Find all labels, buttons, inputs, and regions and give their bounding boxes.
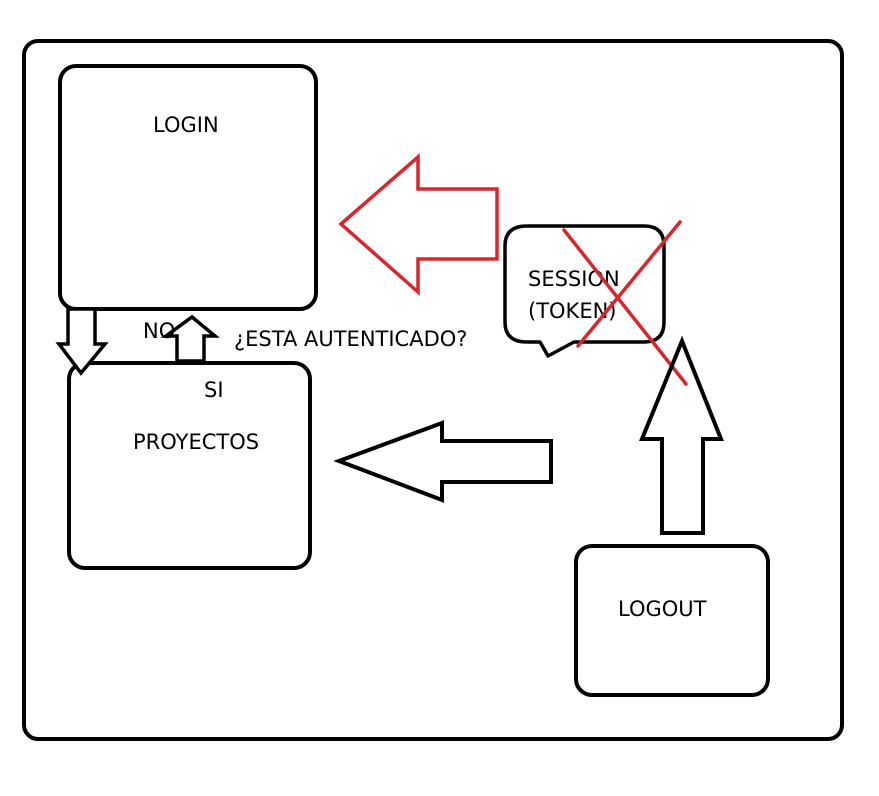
session-label-line1: SESSION [528,267,620,291]
login-down-arrow [55,307,109,376]
session-node: SESSION (TOKEN) [503,220,688,386]
proyectos-box [67,361,312,570]
proyectos-node: PROYECTOS [67,361,312,570]
logout-to-proyectos-arrow [333,420,553,503]
logout-to-session-arrow [639,335,724,535]
proyectos-up-arrow [160,314,220,363]
question-label: ¿ESTA AUTENTICADO? [234,327,467,351]
no-label: NO [143,319,175,343]
logout-label: LOGOUT [618,597,707,621]
login-box [58,64,318,311]
session-cross-stroke-1 [562,228,688,386]
logout-node: LOGOUT [574,544,770,697]
session-to-login-arrow [338,153,499,296]
session-cross-stroke-2 [576,220,682,348]
login-node: LOGIN [58,64,318,311]
logout-box [574,544,770,697]
login-label: LOGIN [153,113,219,137]
session-label-line2: (TOKEN) [528,299,617,323]
outer-frame [22,39,844,741]
session-bubble [503,224,666,358]
si-label: SI [204,378,224,402]
proyectos-label: PROYECTOS [133,430,259,454]
